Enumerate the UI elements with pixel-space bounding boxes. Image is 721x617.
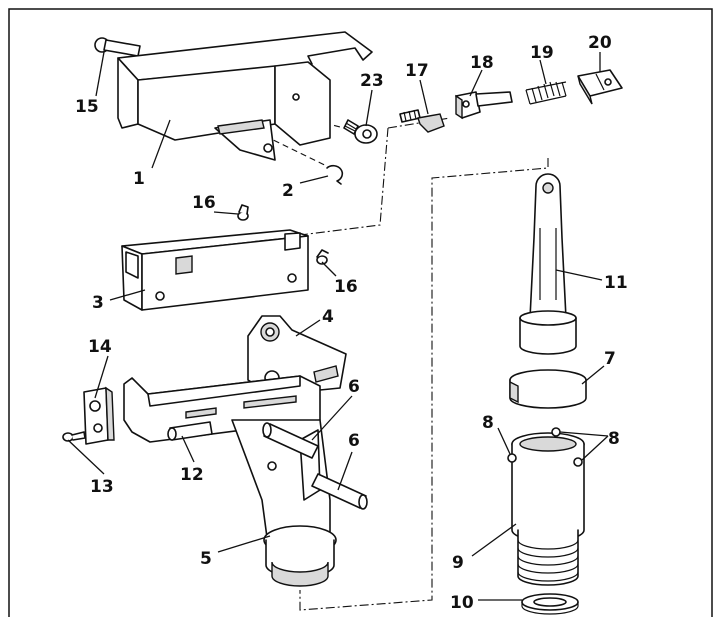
part-13-screw <box>62 431 86 442</box>
callout-6b: 6 <box>348 431 360 451</box>
part-16-screw-top <box>237 204 249 221</box>
leader-16a <box>213 211 239 215</box>
callout-16b: 16 <box>334 277 358 297</box>
callout-15: 15 <box>75 97 99 117</box>
callout-1: 1 <box>133 169 145 189</box>
leader-18 <box>469 69 483 97</box>
leader-2 <box>299 175 329 184</box>
callout-8a: 8 <box>482 413 494 433</box>
part-17-wedge <box>399 109 445 133</box>
part-14-plate <box>83 386 115 445</box>
leader-4 <box>295 319 321 337</box>
leader-14 <box>94 355 109 399</box>
part-6-pin-lower <box>311 473 368 510</box>
leader-8a <box>497 427 511 455</box>
leader-3 <box>109 289 146 301</box>
frame-border <box>8 8 713 617</box>
callout-23: 23 <box>360 71 384 91</box>
callout-4: 4 <box>322 307 334 327</box>
callout-18: 18 <box>470 53 494 73</box>
part-15-pin <box>94 37 141 57</box>
callout-7: 7 <box>604 349 616 369</box>
callout-6a: 6 <box>348 377 360 397</box>
part-7-collar <box>509 369 587 409</box>
leader-9 <box>471 523 517 557</box>
part-19-spring <box>525 81 567 105</box>
part-2-clip <box>326 164 344 185</box>
leader-15 <box>95 51 105 97</box>
callout-19: 19 <box>530 43 554 63</box>
part-6-pin-upper <box>262 422 319 459</box>
callout-16a: 16 <box>192 193 216 213</box>
part-5-main-bracket <box>123 375 337 587</box>
leader-1 <box>151 119 171 169</box>
leader-8b <box>559 431 609 461</box>
leader-6a <box>311 395 353 441</box>
assembly-line-column <box>299 158 549 611</box>
part-20-clevis <box>577 69 623 105</box>
callout-5: 5 <box>200 549 212 569</box>
callout-12: 12 <box>180 465 204 485</box>
callout-8b: 8 <box>608 429 620 449</box>
part-18-plunger <box>455 91 513 120</box>
part-11-spindle <box>519 173 577 355</box>
leader-11 <box>555 269 603 281</box>
part-3-housing <box>121 229 309 311</box>
callout-2: 2 <box>282 181 294 201</box>
part-16-screw-right <box>316 249 329 265</box>
part-9-sleeve <box>507 427 585 586</box>
leader-17 <box>419 79 429 115</box>
part-23-screw <box>343 119 378 144</box>
callout-10: 10 <box>450 593 474 613</box>
leader-7 <box>581 365 605 385</box>
part-1-cover-bracket <box>117 31 373 161</box>
leader-6b <box>337 451 353 491</box>
callout-20: 20 <box>588 33 612 53</box>
callout-9: 9 <box>452 553 464 573</box>
leader-13 <box>67 439 105 475</box>
part-10-washer <box>521 593 579 615</box>
leader-16b <box>321 261 337 277</box>
callout-14: 14 <box>88 337 112 357</box>
part-12-pin <box>167 421 213 441</box>
leader-12 <box>181 435 195 463</box>
callout-17: 17 <box>405 61 429 81</box>
callout-3: 3 <box>92 293 104 313</box>
leader-5 <box>217 535 271 553</box>
leader-19 <box>539 59 547 85</box>
callout-13: 13 <box>90 477 114 497</box>
leader-23 <box>365 89 373 127</box>
callout-11: 11 <box>604 273 628 293</box>
